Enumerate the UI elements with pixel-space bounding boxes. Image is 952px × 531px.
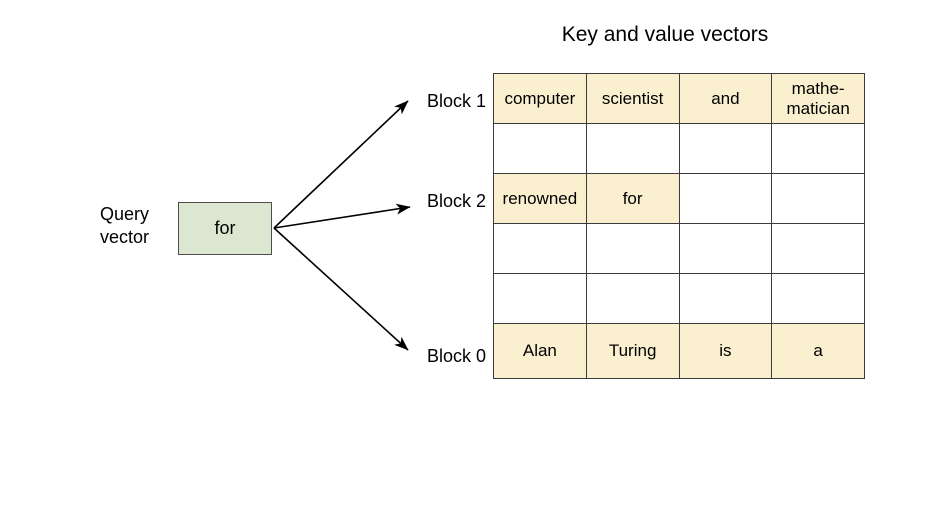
table-cell-r5-c1[interactable]: Turing: [585, 323, 680, 379]
query-vector-token: for: [214, 218, 236, 238]
query-vector-label-line1: Query: [100, 204, 150, 224]
table-cell-r4-c2[interactable]: [678, 273, 773, 324]
table-cell-r5-c0[interactable]: Alan: [493, 323, 587, 379]
block-label-0: Block 0: [426, 346, 486, 366]
table-cell-r1-c1[interactable]: [585, 123, 680, 174]
table-row: [493, 123, 865, 174]
query-vector-box[interactable]: for: [178, 202, 272, 255]
table-row: [493, 223, 865, 274]
table-cell-r0-c2[interactable]: and: [678, 73, 773, 124]
block-label-1: Block 1: [426, 91, 486, 111]
table-cell-r3-c2[interactable]: [678, 223, 773, 274]
table-cell-r4-c3[interactable]: [771, 273, 865, 324]
table-cell-r0-c1[interactable]: scientist: [585, 73, 680, 124]
table-row: [493, 273, 865, 324]
table-cell-r1-c2[interactable]: [678, 123, 773, 174]
table-cell-r4-c1[interactable]: [585, 273, 680, 324]
query-vector-label: Query vector: [100, 203, 176, 249]
table-cell-r2-c0[interactable]: renowned: [493, 173, 587, 224]
table-cell-r5-c3[interactable]: a: [771, 323, 865, 379]
table-cell-r2-c1[interactable]: for: [585, 173, 680, 224]
page-title: Key and value vectors: [561, 23, 769, 46]
table-cell-r1-c0[interactable]: [493, 123, 587, 174]
table-cell-r3-c1[interactable]: [585, 223, 680, 274]
table-cell-r0-c3[interactable]: mathe-matician: [771, 73, 865, 124]
table-cell-r3-c0[interactable]: [493, 223, 587, 274]
arrow-to-block-2: [273, 203, 411, 229]
table-cell-r4-c0[interactable]: [493, 273, 587, 324]
table-cell-r0-c0[interactable]: computer: [493, 73, 587, 124]
table-cell-r5-c2[interactable]: is: [678, 323, 773, 379]
table-cell-r3-c3[interactable]: [771, 223, 865, 274]
block-label-2: Block 2: [426, 191, 486, 211]
query-vector-label-line2: vector: [100, 227, 150, 247]
table-cell-r2-c3[interactable]: [771, 173, 865, 224]
arrow-to-block-1: [273, 100, 409, 229]
table-cell-r1-c3[interactable]: [771, 123, 865, 174]
table-cell-r2-c2[interactable]: [678, 173, 773, 224]
arrow-to-block-0: [273, 227, 409, 351]
